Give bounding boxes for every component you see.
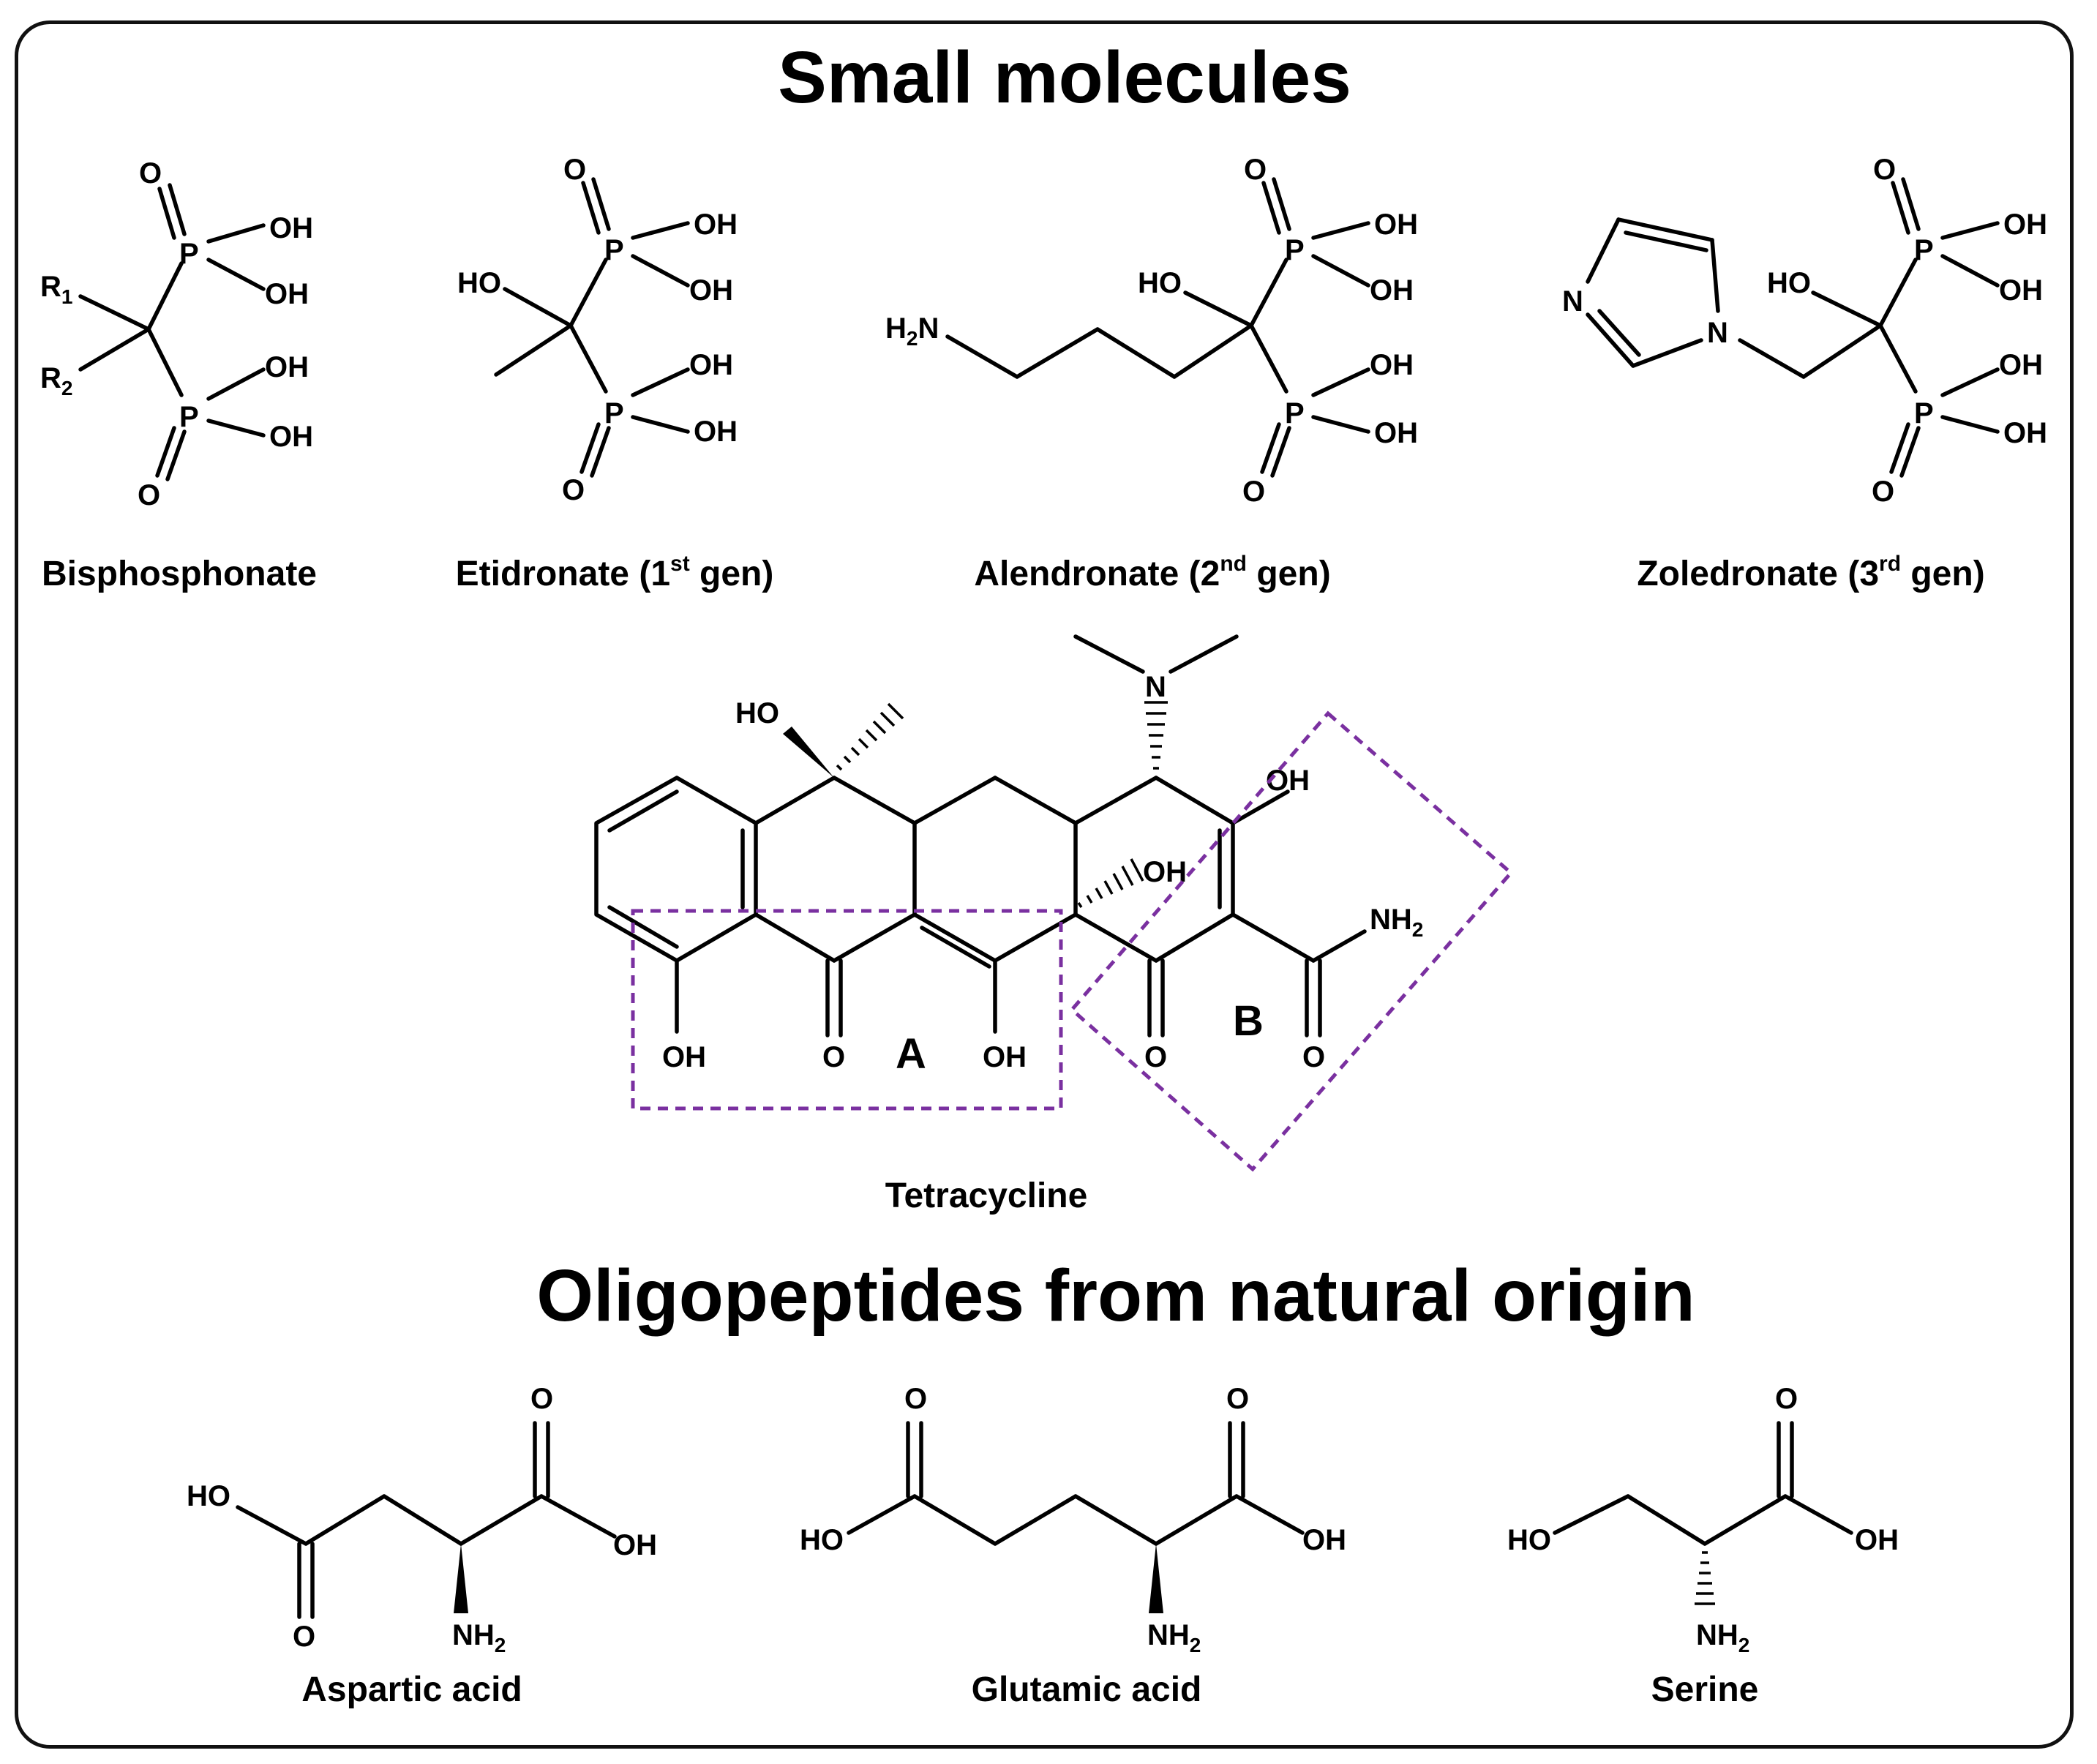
atom-o: O (1302, 1041, 1325, 1073)
atom-o: O (1242, 476, 1265, 508)
atom-oh: OH (1999, 274, 2043, 307)
atom-ho: HO (187, 1480, 230, 1512)
atom-p: P (604, 234, 624, 266)
atom-oh: OH (2003, 209, 2047, 241)
atom-oh: OH (689, 349, 733, 381)
atom-oh: OH (269, 421, 313, 453)
structure-tetracycline: HO N OH OH NH2 OH O OH O O A B (594, 634, 1514, 1172)
atom-oh: OH (1374, 209, 1418, 241)
atom-ho: HO (1138, 267, 1182, 299)
caption-etidronate: Etidronate (1st gen) (456, 552, 774, 593)
atom-p: P (1914, 234, 1934, 266)
hashed-bond (1695, 1551, 1715, 1605)
atom-nh2: H2N (885, 312, 939, 350)
heading-small-molecules: Small molecules (778, 37, 1351, 119)
atom-oh: OH (1370, 274, 1414, 307)
hashed-bond (1077, 858, 1144, 908)
atom-p: P (179, 238, 199, 270)
hashed-bond (836, 702, 904, 771)
caption-zoledronate: Zoledronate (3rd gen) (1637, 552, 1984, 593)
region-b-label: B (1233, 997, 1264, 1045)
atom-o: O (1244, 154, 1267, 186)
atom-oh: OH (265, 351, 309, 383)
atom-oh: OH (1999, 349, 2043, 381)
atom-oh: OH (2003, 417, 2047, 449)
atom-oh: OH (1370, 349, 1414, 381)
caption-bisphosphonate: Bisphosphonate (42, 555, 317, 593)
region-a-label: A (896, 1030, 926, 1078)
structure-alendronate: O P OH OH HO H2N OH P OH O (885, 154, 1418, 508)
structure-aspartic-acid: HO O OH O NH2 (187, 1383, 657, 1656)
structure-glutamic-acid: HO O O OH NH2 (800, 1383, 1346, 1656)
atom-oh: OH (1855, 1524, 1899, 1556)
atom-oh: OH (613, 1529, 657, 1561)
atom-n: N (1145, 671, 1166, 703)
atom-oh: OH (662, 1041, 706, 1073)
atom-ho: HO (1767, 267, 1811, 299)
structure-etidronate: O P OH OH HO OH P OH O (457, 154, 738, 506)
atom-oh: OH (265, 278, 309, 310)
caption-glutamic-acid: Glutamic acid (972, 1670, 1202, 1709)
hashed-bond (1144, 701, 1168, 770)
atom-p: P (604, 397, 624, 429)
caption-aspartic-acid: Aspartic acid (301, 1670, 522, 1709)
atom-oh: OH (269, 212, 313, 244)
atom-r2: R2 (40, 362, 72, 399)
atom-p: P (1914, 397, 1934, 429)
atom-ho: HO (1507, 1524, 1551, 1556)
atom-oh: OH (689, 274, 733, 307)
atom-oh: OH (694, 416, 738, 448)
figure-frame (15, 20, 2074, 1749)
atom-o: O (139, 157, 162, 189)
atom-o: O (1226, 1383, 1249, 1415)
region-a-box (631, 909, 1063, 1111)
atom-oh: OH (1266, 765, 1310, 797)
atom-o: O (530, 1383, 553, 1415)
atom-o: O (1872, 476, 1894, 508)
atom-o: O (1775, 1383, 1798, 1415)
atom-nh2: NH2 (1147, 1619, 1201, 1656)
atom-o: O (563, 154, 586, 186)
heading-oligopeptides: Oligopeptides from natural origin (536, 1255, 1695, 1337)
atom-p: P (179, 401, 199, 433)
atom-ho: HO (735, 697, 779, 729)
atom-ho: HO (800, 1524, 844, 1556)
atom-nh2: NH2 (1696, 1619, 1749, 1656)
atom-o: O (904, 1383, 927, 1415)
atom-o: O (1144, 1041, 1167, 1073)
atom-n: N (1707, 317, 1728, 349)
atom-r1: R1 (40, 271, 72, 308)
atom-nh2: NH2 (1370, 904, 1423, 941)
atom-o: O (293, 1621, 315, 1653)
atom-oh: OH (983, 1041, 1027, 1073)
atom-oh: OH (1374, 417, 1418, 449)
atom-oh: OH (1302, 1524, 1346, 1556)
atom-o: O (822, 1041, 845, 1073)
atom-p: P (1285, 397, 1305, 429)
caption-serine: Serine (1651, 1670, 1759, 1709)
atom-p: P (1285, 234, 1305, 266)
atom-ho: HO (457, 267, 501, 299)
structure-bisphosphonate: O P OH OH R1 R2 OH P OH O (40, 157, 313, 511)
caption-tetracycline: Tetracycline (885, 1176, 1088, 1215)
atom-o: O (562, 474, 585, 506)
region-b-box (1069, 710, 1514, 1172)
caption-alendronate: Alendronate (2nd gen) (974, 552, 1330, 593)
atom-nh2: NH2 (452, 1619, 506, 1656)
structure-serine: HO O OH NH2 (1507, 1383, 1899, 1656)
atom-n: N (1562, 285, 1583, 318)
atom-o: O (1873, 154, 1896, 186)
atom-o: O (138, 479, 160, 511)
atom-oh: OH (694, 209, 738, 241)
structure-zoledronate: N N O P OH OH HO OH P OH O (1562, 154, 2047, 508)
